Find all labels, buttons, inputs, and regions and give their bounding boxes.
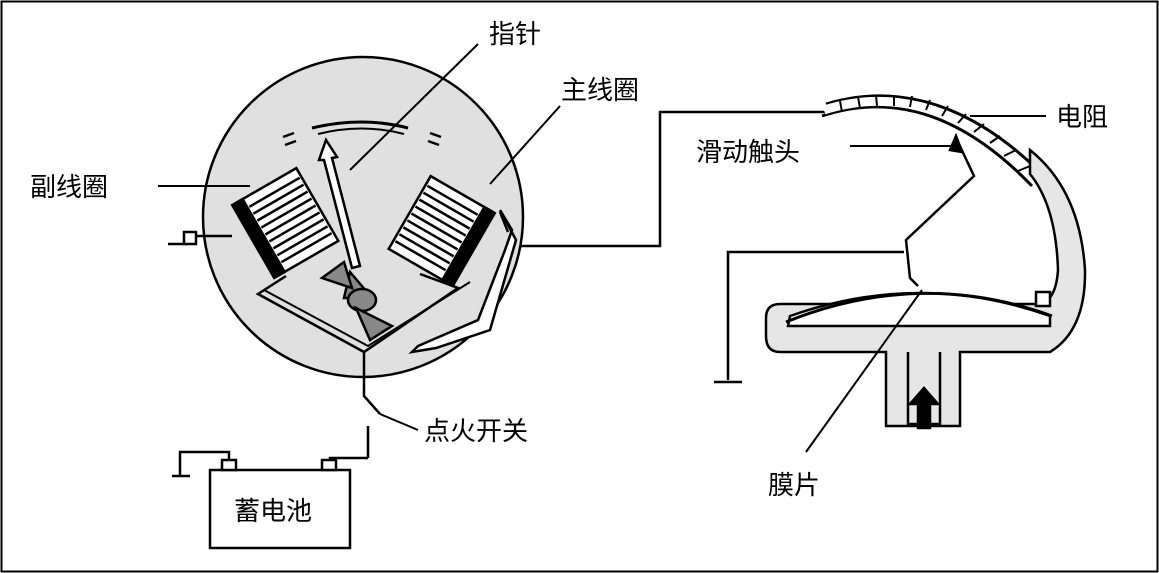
sensor-wire (520, 110, 830, 248)
gauge-wire-inner (263, 281, 471, 348)
dial-tick (282, 131, 295, 139)
label-diaphragm: 膜片 (768, 471, 820, 501)
rotor-blade (353, 305, 395, 342)
label-battery: 蓄电池 (234, 497, 312, 527)
label-pointer: 指针 (489, 20, 541, 50)
label-aux-coil: 副线圈 (30, 173, 108, 203)
dial-tick (427, 139, 440, 147)
pressure-sensor (714, 94, 1087, 430)
rotor-blade-left (319, 259, 354, 290)
rotor-hub (346, 287, 378, 313)
dial-tick (284, 139, 297, 147)
label-slider: 滑动触头 (696, 138, 800, 168)
main-coil (386, 174, 497, 288)
leader-lines (158, 43, 1046, 453)
ignition-switch (328, 378, 381, 470)
aux-coil (230, 166, 341, 280)
label-main-coil: 主线圈 (561, 76, 639, 106)
label-ignition: 点火开关 (424, 417, 528, 447)
main-coil-bracket (408, 209, 518, 354)
pointer-needle (317, 137, 362, 270)
resistor-segments (839, 94, 1031, 172)
dial-scale (311, 120, 409, 130)
dial-scale-inner (317, 127, 405, 135)
label-resistor: 电阻 (1056, 103, 1108, 133)
gauge (168, 55, 525, 379)
dial-tick (429, 131, 442, 139)
battery (172, 450, 352, 550)
